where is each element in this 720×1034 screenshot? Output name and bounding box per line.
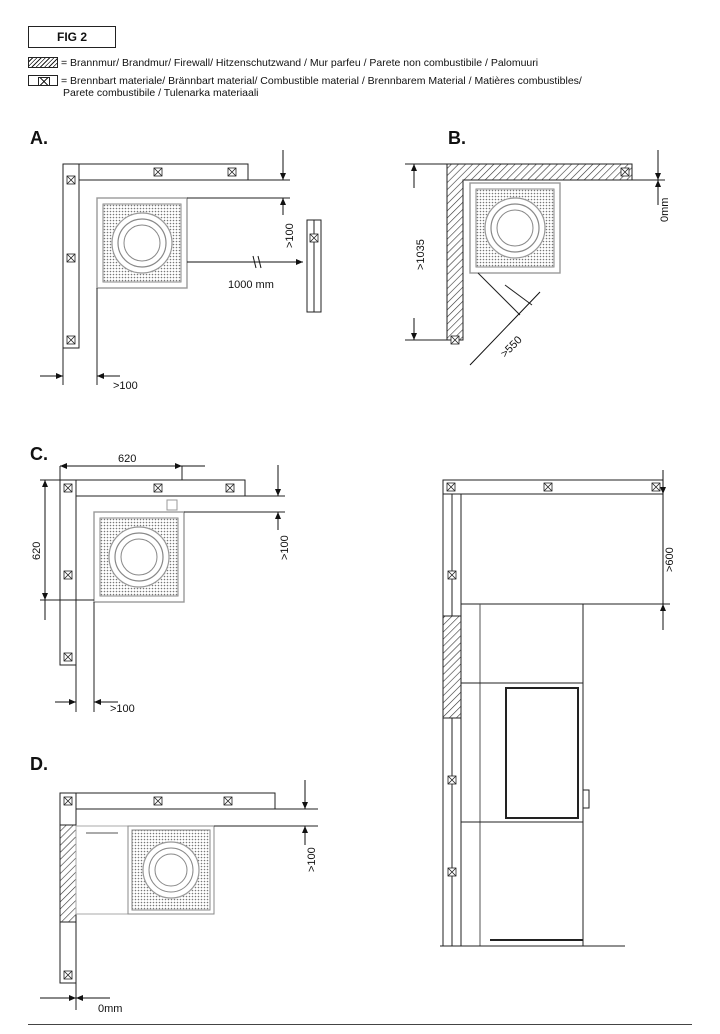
dim-d-bottom: 0mm [98, 1003, 122, 1015]
diagram-b: >1035 0mm >550 [405, 150, 671, 366]
legend-firewall-text: = Brannmur/ Brandmur/ Firewall/ Hitzensc… [61, 57, 539, 69]
combustible-swatch-icon [28, 75, 58, 86]
dim-c-bottom: >100 [110, 703, 135, 715]
dim-elev-top: >600 [664, 547, 676, 572]
diagram-elevation: >600 [440, 470, 676, 947]
dim-b-right: 0mm [659, 198, 671, 222]
legend-firewall: = Brannmur/ Brandmur/ Firewall/ Hitzensc… [28, 57, 538, 69]
dim-a-side: >100 [284, 223, 296, 248]
dim-c-side: >100 [279, 535, 291, 560]
legend-combustible-text-1: = Brennbart materiale/ Brännbart materia… [61, 75, 582, 87]
section-a-label: A. [30, 128, 48, 148]
diagram-c: 620 620 >100 >100 [31, 453, 291, 715]
dim-c-height: 620 [31, 542, 43, 560]
section-d-label: D. [30, 754, 48, 774]
legend-combustible: = Brennbart materiale/ Brännbart materia… [28, 75, 582, 99]
section-c-label: C. [30, 444, 48, 464]
dim-a-front: 1000 mm [228, 279, 274, 291]
dim-d-side: >100 [306, 847, 318, 872]
dim-b-height: >1035 [415, 239, 427, 270]
figure-label: FIG 2 [28, 26, 116, 48]
section-b-label: B. [448, 128, 466, 148]
legend-combustible-text-2: Parete combustibile / Tulenarka materiaa… [63, 87, 259, 99]
footer-rule [28, 1024, 692, 1025]
dim-c-width: 620 [118, 453, 136, 465]
diagram-d: >100 0mm [40, 780, 318, 1015]
firewall-swatch-icon [28, 57, 58, 68]
dim-a-bottom: >100 [113, 380, 138, 392]
dim-b-diag: >550 [499, 334, 525, 360]
diagram-a: >100 1000 mm >100 [40, 150, 322, 392]
